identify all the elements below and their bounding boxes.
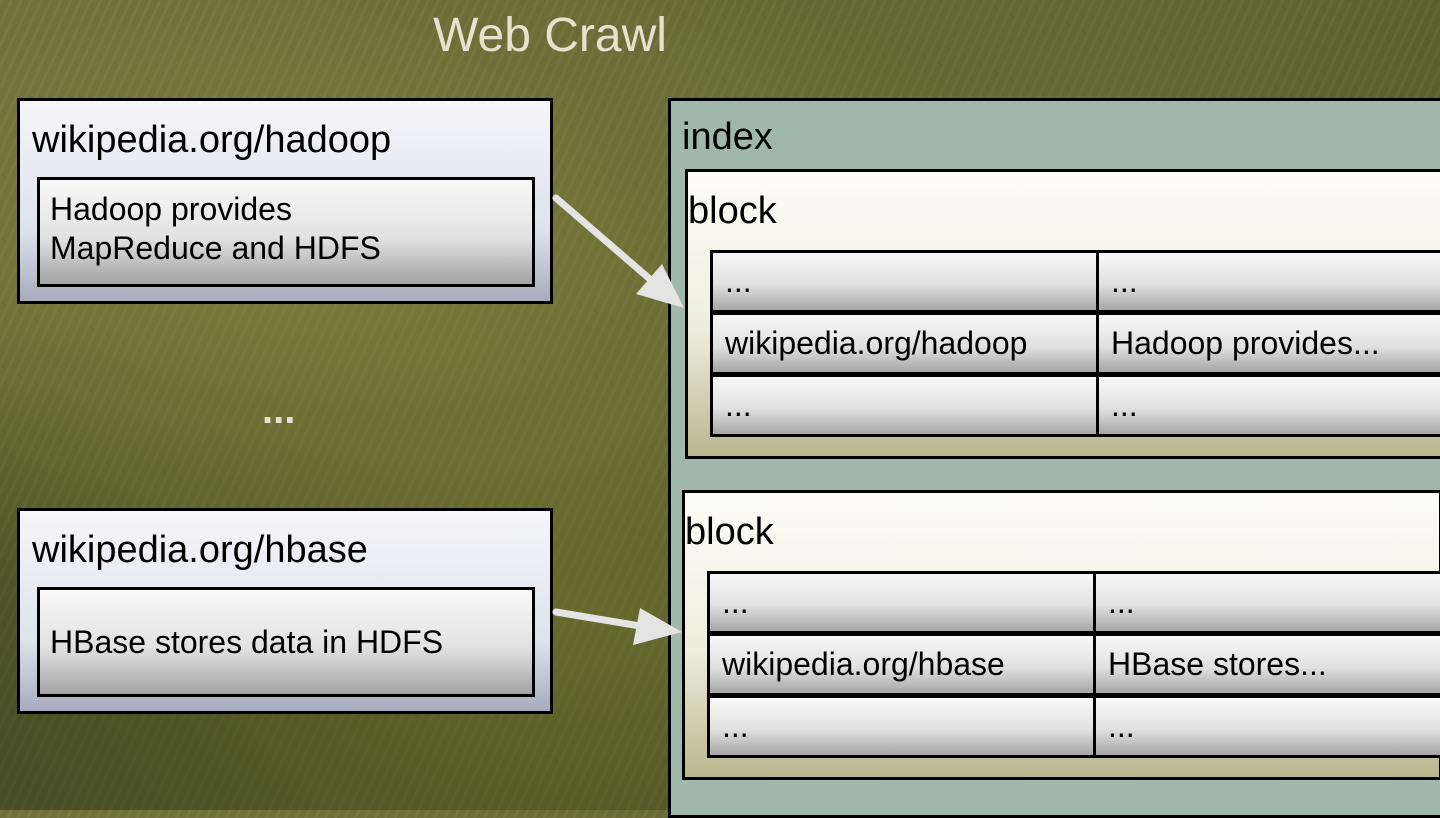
table-row: ... ... <box>710 250 1440 313</box>
diagram-title: Web Crawl <box>433 9 667 62</box>
block-label: block <box>688 190 777 232</box>
document-content: HBase stores data in HDFS <box>37 587 535 697</box>
more-documents-ellipsis: ... <box>262 388 296 432</box>
row-key-cell: ... <box>707 571 1096 634</box>
row-value-cell: Hadoop provides... <box>1099 312 1440 375</box>
document-url: wikipedia.org/hbase <box>32 529 368 571</box>
document-url: wikipedia.org/hadoop <box>32 119 392 161</box>
block-label: block <box>685 511 774 553</box>
index-block: block ... ... wikipedia.org/hbase HBase … <box>682 490 1440 780</box>
row-key-cell: wikipedia.org/hadoop <box>710 312 1099 375</box>
row-value-cell: ... <box>1096 695 1440 758</box>
row-value-cell: ... <box>1099 250 1440 313</box>
row-key-cell: wikipedia.org/hbase <box>707 633 1096 696</box>
table-row: ... ... <box>707 571 1440 634</box>
content-line: MapReduce and HDFS <box>50 230 381 266</box>
index-label: index <box>682 116 773 158</box>
row-key-cell: ... <box>710 374 1099 437</box>
table-row: wikipedia.org/hadoop Hadoop provides... <box>710 312 1440 375</box>
row-key-cell: ... <box>707 695 1096 758</box>
document-content: Hadoop provides MapReduce and HDFS <box>37 177 535 287</box>
arrow-doc1-to-block1 <box>552 194 684 308</box>
row-value-cell: HBase stores... <box>1096 633 1440 696</box>
crawled-document-hadoop: wikipedia.org/hadoop Hadoop provides Map… <box>17 98 553 304</box>
crawled-document-hbase: wikipedia.org/hbase HBase stores data in… <box>17 508 553 714</box>
row-value-cell: ... <box>1099 374 1440 437</box>
arrow-doc2-to-block2 <box>552 608 682 645</box>
table-row: ... ... <box>707 695 1440 758</box>
table-row: ... ... <box>710 374 1440 437</box>
content-line: HBase stores data in HDFS <box>50 623 444 660</box>
row-key-cell: ... <box>710 250 1099 313</box>
row-value-cell: ... <box>1096 571 1440 634</box>
content-line: Hadoop provides <box>50 191 292 227</box>
index-block: block ... ... wikipedia.org/hadoop Hadoo… <box>685 169 1440 459</box>
table-row: wikipedia.org/hbase HBase stores... <box>707 633 1440 696</box>
